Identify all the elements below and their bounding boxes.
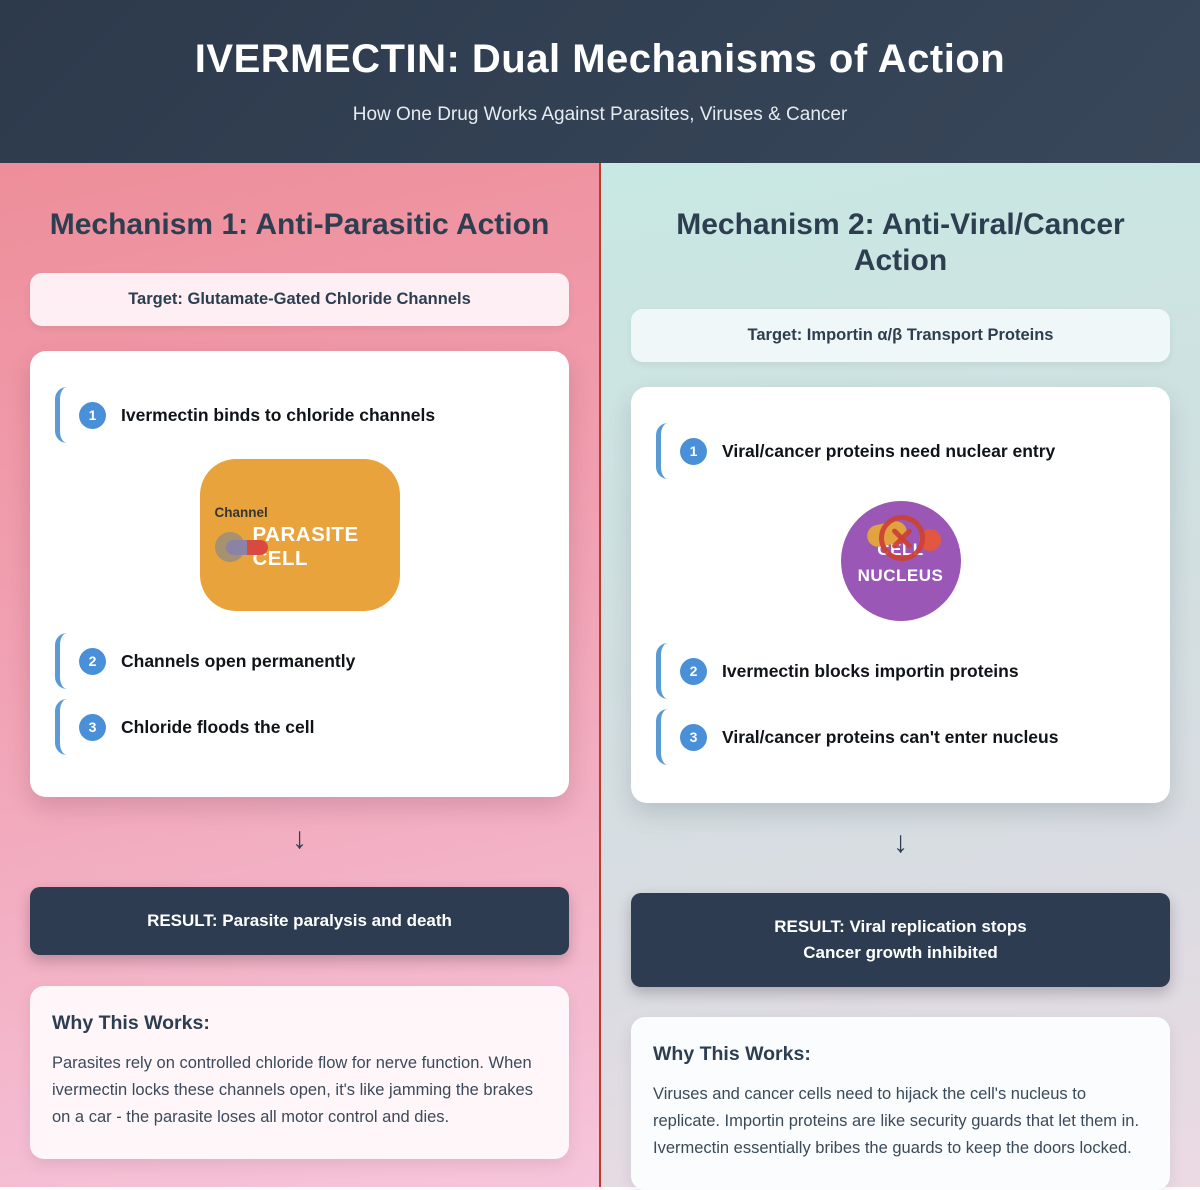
parasite-cell-label: PARASITE CELL (252, 523, 359, 570)
mechanism-1-why-box: Why This Works: Parasites rely on contro… (30, 986, 569, 1159)
result-text-line1: RESULT: Viral replication stops (774, 917, 1027, 936)
bracket-icon (656, 423, 668, 479)
step-number-badge: 1 (680, 437, 707, 465)
step-label: Ivermectin binds to chloride channels (121, 404, 436, 425)
mechanism-2-result-box: RESULT: Viral replication stops Cancer g… (631, 893, 1170, 987)
mechanism-1-column: Mechanism 1: Anti-Parasitic Action Targe… (0, 163, 599, 1187)
cell-nucleus-diagram: CELL NUCLEUS (840, 501, 961, 621)
step-row: 1 Viral/cancer proteins need nuclear ent… (656, 423, 1170, 479)
step-label: Viral/cancer proteins can't enter nucleu… (722, 726, 1059, 747)
cell-row: PARASITE CELL (214, 523, 400, 571)
step-row: 3 Chloride floods the cell (55, 699, 569, 755)
why-heading: Why This Works: (52, 1012, 210, 1034)
mechanism-1-steps-card: 1 Ivermectin binds to chloride channels … (30, 351, 569, 797)
bracket-icon (55, 633, 67, 689)
mechanism-1-target-label: Target: Glutamate-Gated Chloride Channel… (128, 290, 471, 308)
step-label: Channels open permanently (121, 650, 356, 671)
down-arrow-icon: ↓ (893, 826, 908, 859)
mechanism-2-target-box: Target: Importin α/β Transport Proteins (631, 309, 1170, 362)
mechanism-2-target-label: Target: Importin α/β Transport Proteins (747, 326, 1054, 344)
mechanism-1-heading: Mechanism 1: Anti-Parasitic Action (49, 208, 550, 241)
step-row: 2 Channels open permanently (55, 633, 569, 689)
blocked-entry-icon (878, 515, 925, 561)
why-heading: Why This Works: (653, 1043, 811, 1065)
page-subtitle: How One Drug Works Against Parasites, Vi… (352, 104, 848, 125)
step-label: Chloride floods the cell (121, 716, 315, 737)
why-body-text: Viruses and cancer cells need to hijack … (653, 1085, 1140, 1157)
result-text: RESULT: Parasite paralysis and death (147, 911, 452, 930)
ivermectin-pill-icon (225, 540, 268, 555)
why-body-text: Parasites rely on controlled chloride fl… (52, 1054, 533, 1126)
page-title: IVERMECTIN: Dual Mechanisms of Action (194, 37, 1006, 81)
step-label: Ivermectin blocks importin proteins (722, 660, 1019, 681)
column-divider (599, 163, 601, 1187)
result-text-line2: Cancer growth inhibited (803, 943, 998, 962)
step-number-badge: 2 (79, 647, 106, 675)
bracket-icon (55, 699, 67, 755)
step-row: 3 Viral/cancer proteins can't enter nucl… (656, 709, 1170, 765)
down-arrow-icon: ↓ (292, 822, 307, 855)
channel-label: Channel (214, 505, 268, 520)
parasite-cell-diagram: Channel PARASITE CELL (199, 459, 400, 611)
bracket-icon (656, 643, 668, 699)
mechanism-2-heading: Mechanism 2: Anti-Viral/Cancer Action (676, 208, 1125, 277)
step-row: 2 Ivermectin blocks importin proteins (656, 643, 1170, 699)
step-number-badge: 3 (680, 723, 707, 751)
mechanism-1-result-box: RESULT: Parasite paralysis and death (30, 887, 569, 955)
step-label: Viral/cancer proteins need nuclear entry (722, 440, 1056, 461)
step-number-badge: 2 (680, 657, 707, 685)
step-row: 1 Ivermectin binds to chloride channels (55, 387, 569, 443)
mechanism-2-why-box: Why This Works: Viruses and cancer cells… (631, 1017, 1170, 1190)
bracket-icon (656, 709, 668, 765)
step-number-badge: 3 (79, 713, 106, 741)
mechanism-2-steps-card: 1 Viral/cancer proteins need nuclear ent… (631, 387, 1170, 803)
step-number-badge: 1 (79, 401, 106, 429)
chloride-channel-icon (214, 532, 268, 562)
mechanism-2-column: Mechanism 2: Anti-Viral/Cancer Action Ta… (601, 163, 1200, 1190)
mechanism-1-target-box: Target: Glutamate-Gated Chloride Channel… (30, 273, 569, 326)
header-banner: IVERMECTIN: Dual Mechanisms of Action Ho… (0, 0, 1200, 163)
mechanism-columns: Mechanism 1: Anti-Parasitic Action Targe… (0, 163, 1200, 1190)
bracket-icon (55, 387, 67, 443)
